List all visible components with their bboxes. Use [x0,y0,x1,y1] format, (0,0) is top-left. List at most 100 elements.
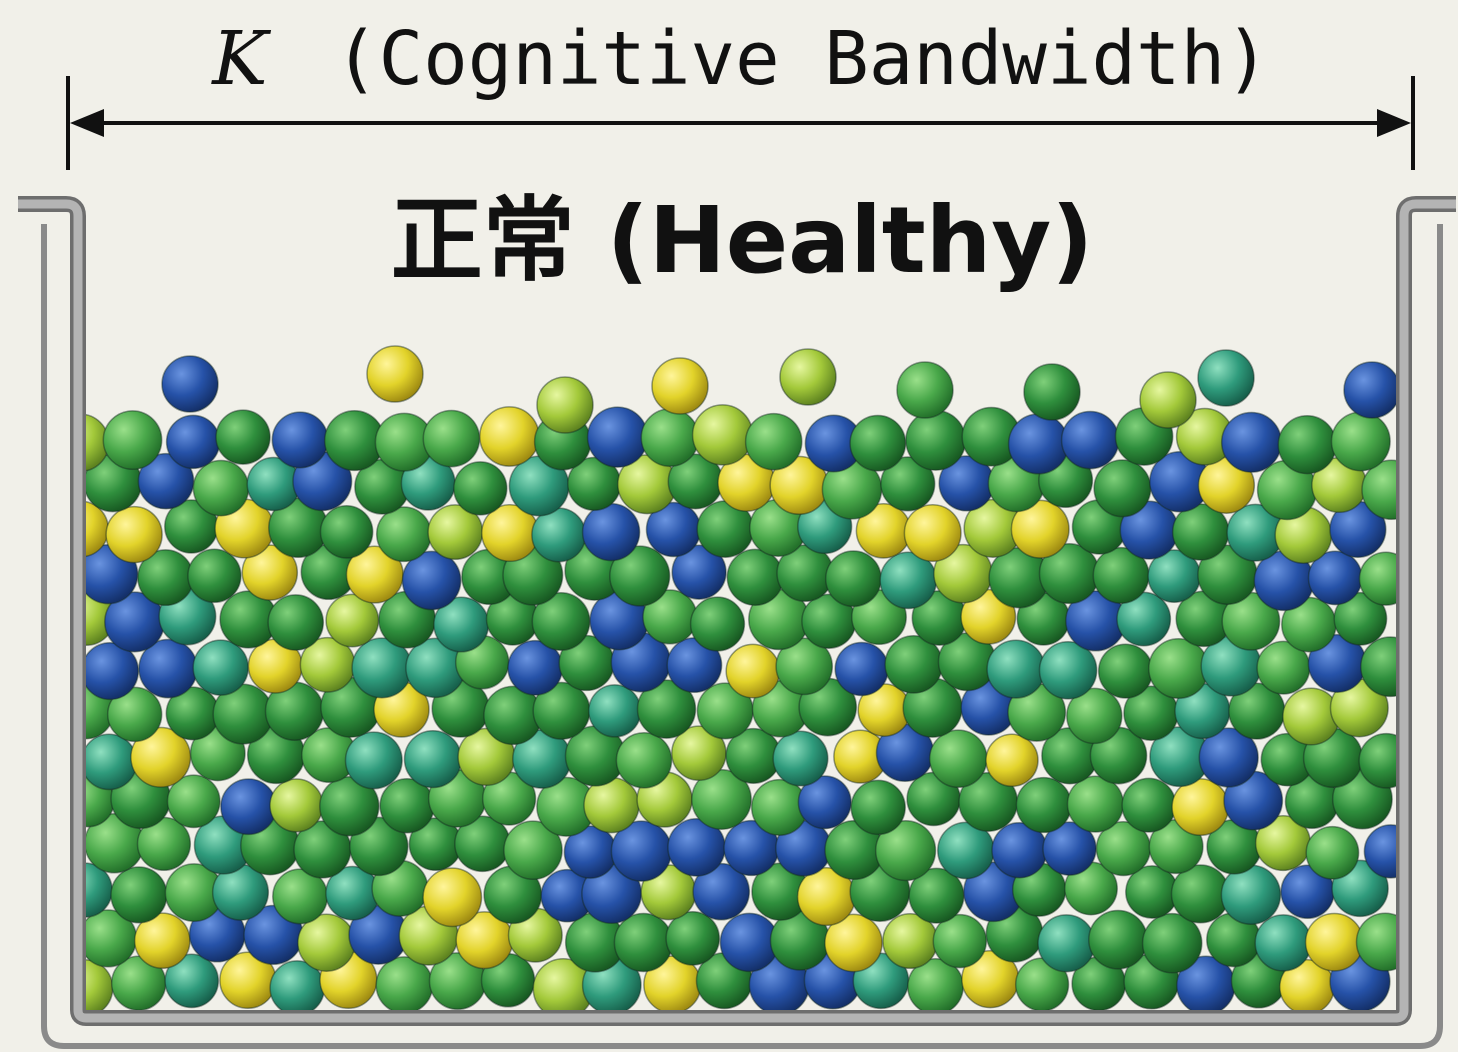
ball [1361,459,1406,521]
ball [269,778,324,833]
ball [1141,912,1203,974]
ball [779,348,837,406]
ball [165,414,221,470]
ball-pile [76,345,1406,1020]
ball [1343,361,1401,419]
ball [1010,499,1070,559]
ball [1093,459,1152,518]
ball [345,545,404,604]
ball [1197,349,1255,407]
ball [726,548,784,606]
ball [1304,912,1364,972]
ball [928,729,988,789]
ball [609,545,671,607]
ball [130,726,192,788]
ball [824,913,883,973]
ball [581,502,641,562]
ball [366,345,424,403]
ball [136,816,192,872]
ball [1088,909,1148,970]
ball [1305,825,1360,880]
ball [110,866,168,924]
ball [908,867,965,924]
ball [422,867,483,928]
ball [744,412,803,471]
ball [220,778,278,836]
ball [161,355,219,413]
ball [834,641,889,697]
ball [1023,363,1081,421]
ball [215,409,271,465]
ball [503,820,563,881]
ball [1042,821,1097,876]
ball [401,550,462,611]
ball [666,637,723,694]
ball [1037,914,1096,973]
ball [824,550,882,608]
ball [671,725,727,782]
ball [319,775,380,837]
ball [691,404,754,466]
ball [1097,643,1154,699]
ball [1066,687,1123,745]
ball [880,456,936,512]
ball [1221,591,1281,651]
ball [80,733,138,791]
ball [725,643,781,699]
ball [1355,912,1406,972]
bandwidth-dimension-arrow [66,76,1415,170]
ball [1333,591,1388,646]
ball [1198,727,1259,788]
bandwidth-label: K (Cognitive Bandwidth) [210,16,1269,102]
ball [536,376,594,434]
state-label: 正常 (Healthy) [391,187,1094,294]
ball [671,544,727,600]
ball [586,406,649,468]
ball [905,409,967,471]
ball [375,506,432,563]
ball [896,361,954,419]
ball [192,459,250,517]
ball [479,406,540,467]
ball [1038,640,1098,700]
ball [874,819,937,882]
ball [271,411,329,469]
ball [1360,636,1406,698]
ball [903,503,962,563]
ball [1060,410,1120,470]
ball [986,639,1046,699]
container [18,196,1456,1049]
ball [588,684,642,738]
ball [187,548,242,604]
ball [1121,777,1177,833]
container-outer-shell [41,224,1443,1049]
arrow-head-left [70,109,104,137]
ball [1015,776,1072,834]
ball [1282,687,1341,746]
ball [1220,411,1283,473]
container-wall-inner [18,199,1456,1023]
ball [349,816,409,877]
ball [1139,371,1197,429]
ball [932,913,988,969]
ball [325,593,380,648]
ball [453,461,508,516]
ball [267,594,325,651]
ball [985,733,1039,788]
bandwidth-description: (Cognitive Bandwidth) [334,16,1270,102]
ball [640,408,700,468]
ball [1363,824,1406,879]
ball [960,588,1017,645]
ball [164,953,220,1009]
ball [665,911,721,966]
ball [797,775,852,830]
ball [636,679,697,739]
ball [1254,914,1312,972]
ball [615,731,673,789]
ball [106,686,163,743]
ball [422,409,481,468]
ball [166,774,221,829]
ball [403,729,463,789]
ball [133,912,191,970]
